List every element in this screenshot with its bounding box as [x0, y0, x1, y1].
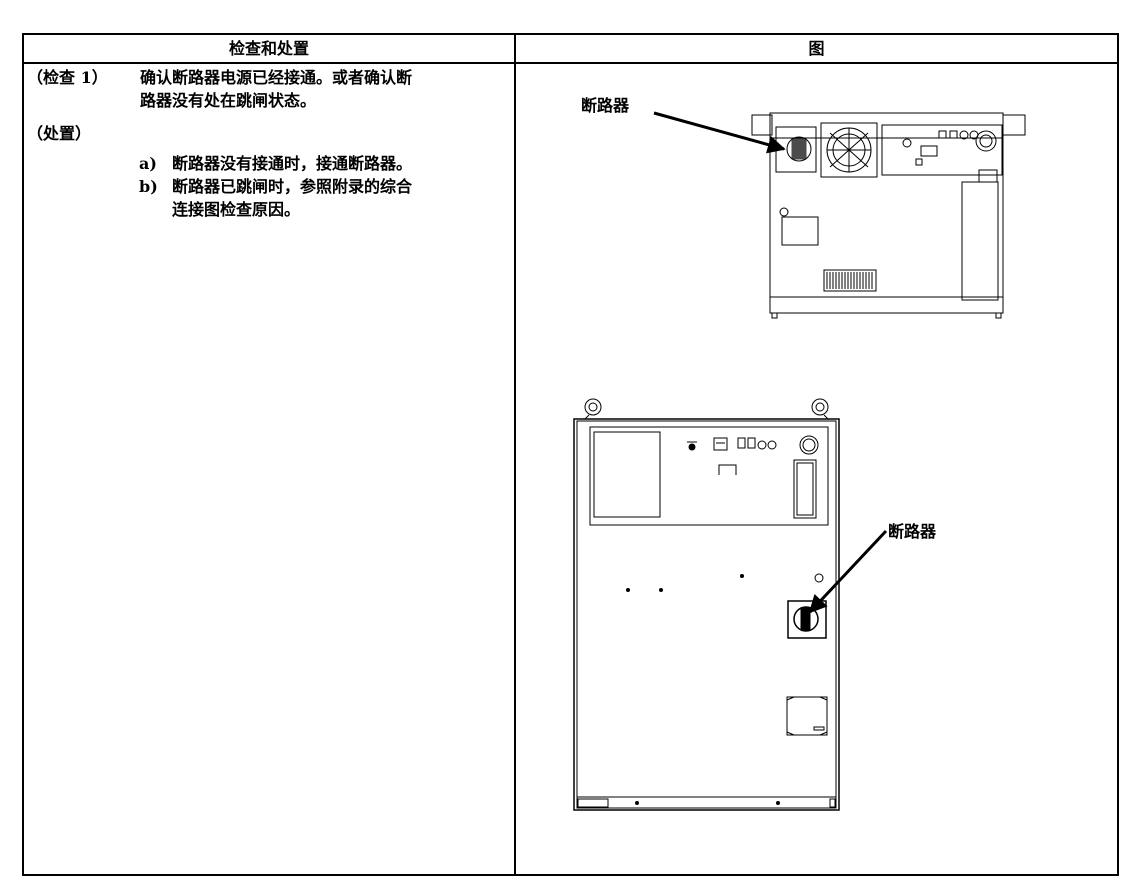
check-text-line2: 路器没有处在跳闸状态。: [140, 91, 317, 110]
breaker-arrow-bottom: [808, 529, 888, 614]
action-item-a-text: 断路器没有接通时，接通断路器。: [172, 154, 413, 173]
column-divider: [514, 35, 516, 876]
controller-top-view: [751, 112, 1026, 319]
action-item-b-marker: b): [139, 177, 158, 196]
header-check-and-action: 检查和处置: [228, 39, 309, 58]
breaker-label-bottom: 断路器: [888, 522, 937, 541]
action-item-a-marker: a): [139, 154, 157, 173]
header-figure: 图: [808, 39, 825, 58]
check-table: 检查和处置 图 （检查 1） 确认断路器电源已经接通。或者确认断 路器没有处在跳…: [22, 33, 1119, 876]
action-item-b-text-line2: 连接图检查原因。: [172, 200, 301, 219]
controller-drawings: [573, 111, 1026, 811]
action-tag: （处置）: [27, 124, 92, 143]
controller-front-view: [573, 398, 840, 811]
breaker-label-top: 断路器: [581, 96, 630, 115]
check-text-line1: 确认断路器电源已经接通。或者确认断: [140, 68, 413, 87]
breaker-arrow-top: [653, 111, 786, 154]
action-item-b-text-line1: 断路器已跳闸时，参照附录的综合: [172, 177, 413, 196]
check-tag: （检查 1）: [27, 68, 108, 87]
header-divider: [24, 62, 1117, 64]
